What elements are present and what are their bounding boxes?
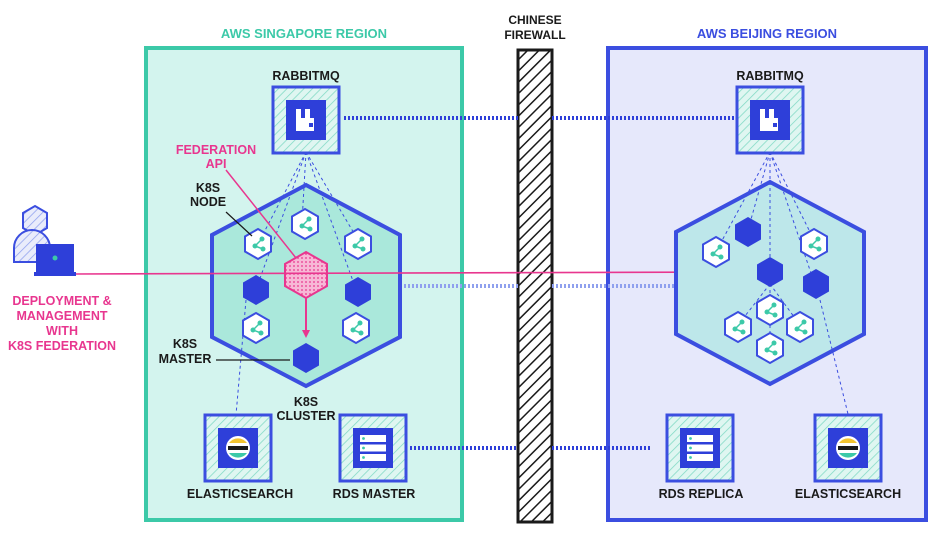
k8s-master-label-line2: MASTER <box>159 352 212 366</box>
k8s-master-label-line1: K8S <box>173 337 197 351</box>
rds-replica-label: RDS REPLICA <box>659 487 744 501</box>
federation-api-label-line1: FEDERATION <box>176 143 256 157</box>
database-server-icon <box>338 413 408 483</box>
rabbitmq-icon <box>271 85 341 155</box>
user-with-laptop-icon <box>13 204 76 276</box>
singapore-region-title: AWS SINGAPORE REGION <box>221 26 387 41</box>
beijing-region-title: AWS BEIJING REGION <box>697 26 837 41</box>
k8s-node-icon <box>724 311 752 343</box>
rabbitmq-bj-label: RABBITMQ <box>736 69 804 83</box>
k8s-node-icon <box>756 294 784 326</box>
k8s-node-label-line2: NODE <box>190 195 226 209</box>
deployment-label-line3: WITH <box>46 324 78 338</box>
k8s-node-icon <box>291 208 319 240</box>
firewall-label-line2: FIREWALL <box>504 28 565 42</box>
k8s-node-pointer <box>225 211 253 237</box>
k8s-node-icon <box>342 312 370 344</box>
k8s-node-icon <box>344 228 372 260</box>
rabbitmq-sg-label: RABBITMQ <box>272 69 340 83</box>
deployment-label-line4: K8S FEDERATION <box>8 339 116 353</box>
firewall-label-line1: CHINESE <box>508 13 561 27</box>
deployment-arrow <box>73 268 758 277</box>
deployment-label-line1: DEPLOYMENT & <box>12 294 111 308</box>
k8s-cluster-label-line1: K8S <box>294 395 318 409</box>
k8s-node-icon <box>786 311 814 343</box>
elasticsearch-icon <box>813 413 883 483</box>
k8s-node-icon <box>702 236 730 268</box>
k8s-node-icon <box>800 228 828 260</box>
elasticsearch-sg-label: ELASTICSEARCH <box>187 487 293 501</box>
federation-api-pointer <box>225 169 297 259</box>
rabbitmq-icon <box>735 85 805 155</box>
federation-api-label-line2: API <box>206 157 227 171</box>
k8s-cluster-label-line2: CLUSTER <box>276 409 335 423</box>
elasticsearch-icon <box>203 413 273 483</box>
k8s-node-icon <box>242 312 270 344</box>
chinese-firewall <box>516 48 554 524</box>
database-server-icon <box>665 413 735 483</box>
k8s-node-label-line1: K8S <box>196 181 220 195</box>
elasticsearch-bj-label: ELASTICSEARCH <box>795 487 901 501</box>
k8s-node-icon <box>756 332 784 364</box>
rds-master-label: RDS MASTER <box>333 487 416 501</box>
deployment-label-line2: MANAGEMENT <box>17 309 108 323</box>
